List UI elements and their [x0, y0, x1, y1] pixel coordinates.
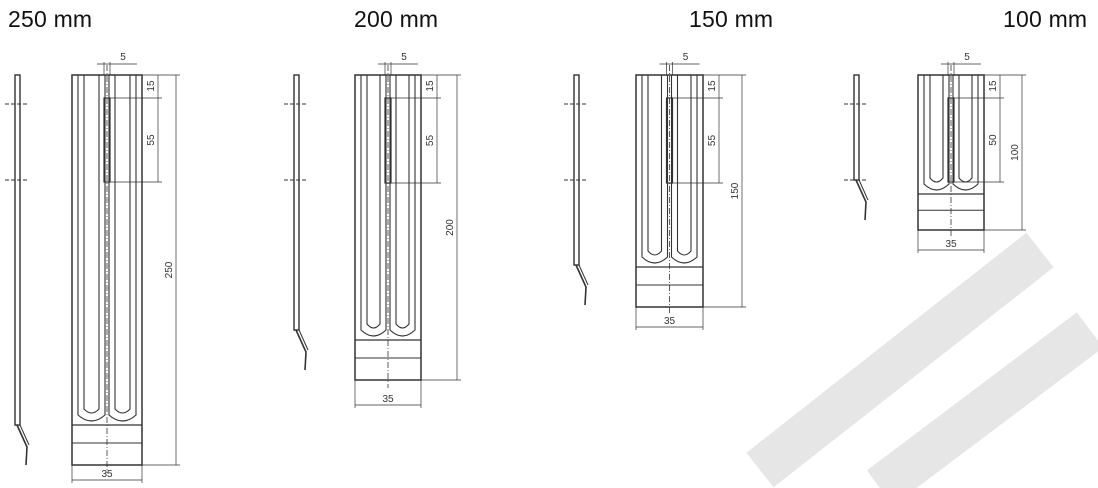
heating-channel — [389, 75, 416, 337]
dim-overall-length: 100 — [1010, 144, 1021, 161]
heating-channel — [83, 75, 100, 414]
watermark-mark — [746, 232, 1098, 488]
dim-overall-length: 250 — [164, 261, 175, 278]
drawing-150: 5 150 15 55 35 — [564, 52, 746, 330]
front-view — [917, 65, 985, 238]
heating-channel — [360, 75, 387, 337]
side-view-tab — [578, 264, 589, 286]
drawing-200: 5 200 15 55 35 — [284, 52, 461, 408]
dim-slot-width: 5 — [120, 52, 126, 63]
drawing-250: 5 250 15 55 35 — [5, 52, 180, 483]
dim-slot-width: 5 — [401, 52, 407, 63]
dim-width: 35 — [101, 469, 113, 480]
side-view — [5, 74, 30, 466]
heating-channel — [114, 75, 131, 414]
side-view-tab — [298, 329, 309, 351]
size-title-150: 150 mm — [689, 6, 774, 32]
drawing-100: 5 100 15 50 35 — [844, 52, 1026, 253]
heating-channel — [641, 75, 669, 264]
dim-slot-length: 50 — [988, 134, 999, 146]
heating-channel — [958, 75, 973, 183]
dim-width: 35 — [664, 316, 676, 327]
dimensions: 5 250 15 55 35 — [71, 52, 180, 483]
dim-top-offset: 15 — [988, 80, 999, 92]
heating-channel — [952, 75, 979, 191]
dimensions: 5 100 15 50 35 — [917, 52, 1026, 253]
heating-channel — [647, 75, 663, 256]
side-view — [284, 74, 309, 371]
side-view-tab — [575, 264, 587, 306]
side-view — [844, 74, 869, 221]
size-title-200: 200 mm — [354, 6, 439, 32]
dim-top-offset: 15 — [146, 80, 157, 92]
heating-channel — [929, 75, 944, 183]
size-title-100: 100 mm — [1003, 6, 1088, 32]
side-view — [564, 74, 589, 306]
dim-top-offset: 15 — [707, 80, 718, 92]
side-view-tab — [295, 329, 307, 371]
dim-top-offset: 15 — [425, 80, 436, 92]
heating-channel — [676, 75, 692, 256]
front-view — [635, 65, 704, 315]
heating-channel — [670, 75, 698, 264]
drawings-group: 5 250 15 55 35 5 200 15 55 35 5 150 15 55 35 5 100 15 50 35 — [5, 52, 1026, 483]
side-view-profile — [293, 74, 300, 331]
dim-slot-length: 55 — [707, 135, 718, 147]
dim-slot-length: 55 — [146, 134, 157, 146]
dim-slot-length: 55 — [425, 135, 436, 147]
heating-channel — [923, 75, 950, 191]
heating-channel — [108, 75, 137, 422]
side-view-tab — [19, 424, 30, 446]
dimensions: 5 200 15 55 35 — [354, 52, 461, 408]
front-view — [71, 65, 143, 473]
dim-overall-length: 200 — [445, 219, 456, 236]
size-title-250: 250 mm — [8, 6, 93, 32]
side-view-tab — [855, 179, 867, 221]
dim-width: 35 — [945, 239, 957, 250]
side-view-profile — [853, 74, 860, 181]
heating-channel — [77, 75, 106, 422]
dim-slot-width: 5 — [683, 52, 689, 63]
heating-channel — [395, 75, 410, 329]
dim-overall-length: 150 — [730, 182, 741, 199]
side-view-profile — [14, 74, 21, 426]
dim-slot-width: 5 — [964, 52, 970, 63]
dim-width: 35 — [382, 394, 394, 405]
front-view-outline — [354, 74, 422, 381]
dimensions: 5 150 15 55 35 — [635, 52, 746, 330]
side-view-tab — [16, 424, 28, 466]
heating-channel — [366, 75, 381, 329]
side-view-tab — [858, 179, 869, 201]
front-view — [354, 65, 422, 388]
